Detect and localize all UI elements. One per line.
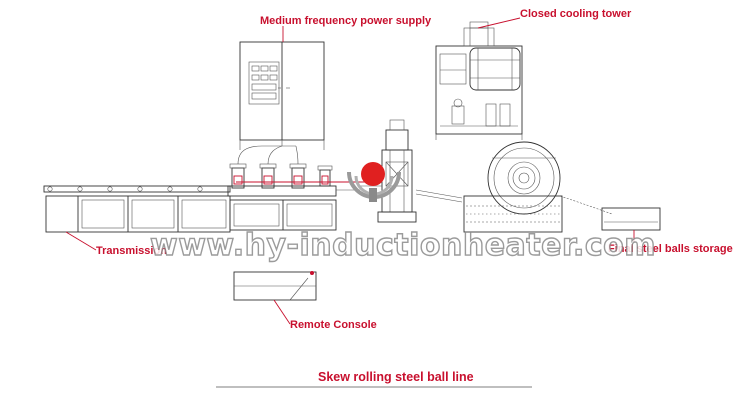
cooling-tower	[435, 21, 523, 140]
transmission-conveyor	[43, 185, 231, 233]
cooling-drum	[463, 141, 563, 233]
storage-box	[601, 207, 661, 231]
label-storage: Final steel balls storage	[608, 243, 733, 255]
label-remote-console: Remote Console	[290, 319, 377, 331]
remote-console-box	[233, 271, 317, 301]
watermark-text: www.hy-inductionheater.com	[150, 228, 656, 263]
induction-heating-section	[227, 140, 337, 231]
discharge-chute	[415, 189, 613, 215]
label-power-supply: Medium frequency power supply	[260, 15, 432, 27]
leader-lines	[65, 17, 635, 325]
hy-logo-mark	[347, 162, 401, 202]
label-cooling-tower: Closed cooling tower	[520, 8, 632, 20]
power-supply-cabinet	[239, 41, 325, 150]
diagram-title: Skew rolling steel ball line	[318, 370, 474, 384]
label-transmission: Transmission	[96, 245, 167, 257]
